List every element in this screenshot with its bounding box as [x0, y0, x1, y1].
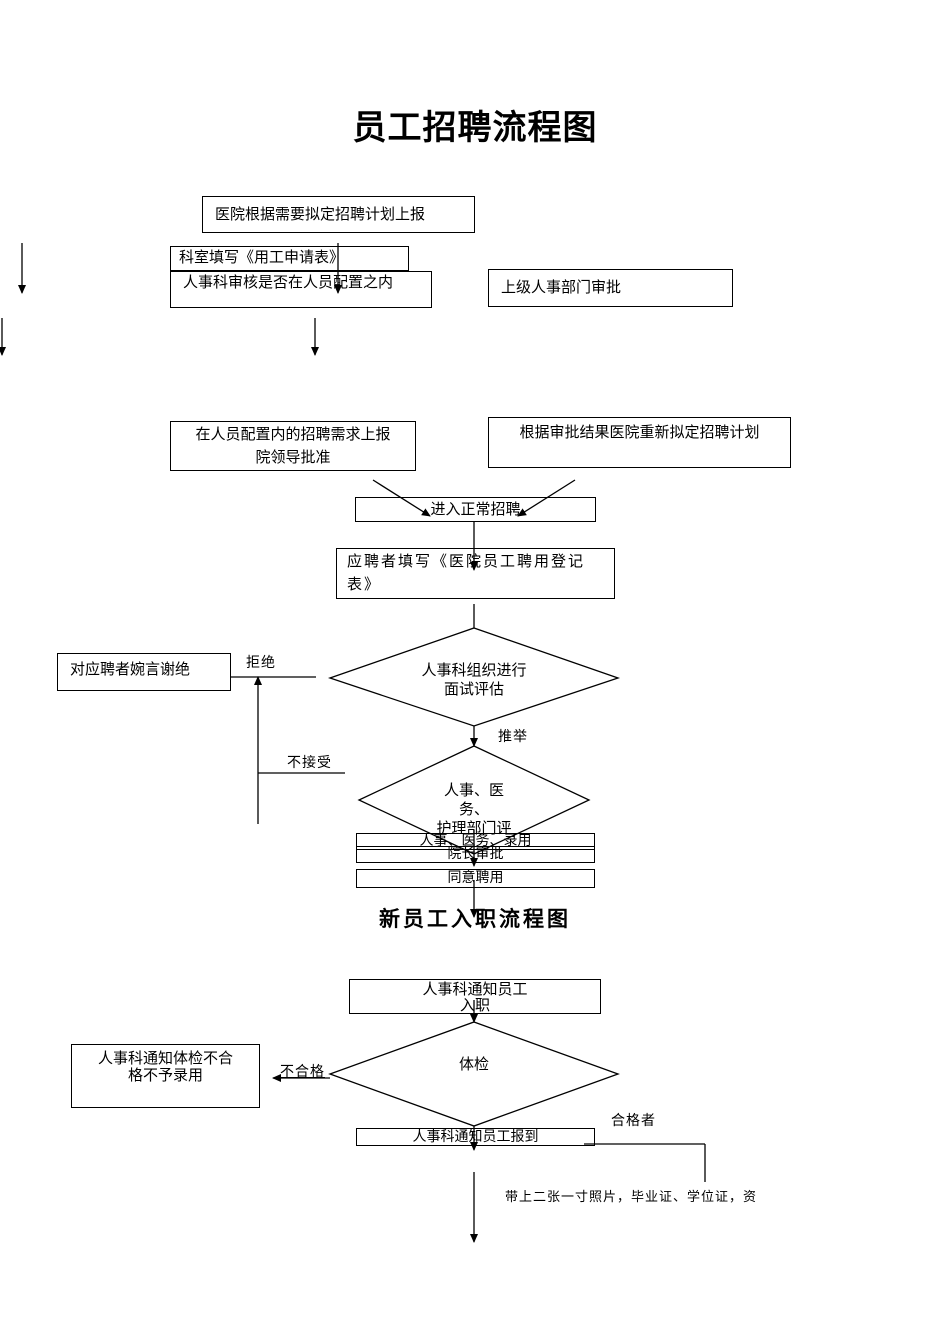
in-quota-box: 在人员配置内的招聘需求上报 院领导批准 — [170, 421, 416, 471]
checkup-text: 体检 — [458, 1055, 489, 1073]
interview-text-2: 面试评估 — [443, 680, 504, 698]
applicant-form-text: 应聘者填写《医院员工聘用登记表》 — [347, 552, 586, 593]
hire-decision-text: 人事、医务、录用 — [419, 833, 532, 849]
checkup-diamond — [328, 1021, 620, 1127]
interview-text-1: 人事科组织进行 — [421, 661, 527, 679]
dept-form-text: 科室填写《用工申请表》 — [179, 248, 345, 266]
replan-box: 根据审批结果医院重新拟定招聘计划 — [488, 417, 791, 468]
arrow-replan-to-recruit — [517, 479, 576, 517]
joint-eval-diamond — [357, 745, 591, 855]
joint-eval-text: 人事、医 务、 护理部门评 — [404, 781, 544, 838]
bring-docs-text: 带上二张一寸照片，毕业证、学位证，资 — [505, 1190, 758, 1205]
joint-eval-text-3: 护理部门评 — [436, 819, 512, 837]
agree-hire-text: 同意聘用 — [447, 870, 504, 886]
joint-eval-text-1: 人事、医 — [443, 781, 504, 799]
reject-notice-text: 对应聘者婉言谢绝 — [70, 660, 191, 678]
not-accept-label: 不接受 — [287, 755, 332, 771]
report-notice-box: 人事科通知员工报到 — [356, 1128, 595, 1146]
page-title-onboarding: 新员工入职流程图 — [379, 906, 571, 931]
reject-notice-box: 对应聘者婉言谢绝 — [57, 653, 231, 691]
fail-notice-box: 人事科通知体检不合 格不予录用 — [71, 1044, 260, 1108]
report-notice-text: 人事科通知员工报到 — [412, 1129, 539, 1145]
interview-diamond — [327, 627, 621, 727]
notify-text-1: 人事科通知员工 — [422, 980, 528, 998]
fail-notice-text-1: 人事科通知体检不合 — [97, 1049, 233, 1067]
dept-form-box: 科室填写《用工申请表》 — [170, 246, 409, 271]
applicant-form-box: 应聘者填写《医院员工聘用登记表》 — [336, 548, 615, 599]
in-quota-text-1: 在人员配置内的招聘需求上报 — [195, 425, 391, 443]
plan-report-box: 医院根据需要拟定招聘计划上报 — [202, 196, 475, 233]
qualified-label: 合格者 — [611, 1113, 656, 1129]
agree-hire-box: 同意聘用 — [356, 869, 595, 888]
hire-decision-box: 人事、医务、录用 — [356, 833, 595, 850]
normal-recruit-text: 进入正常招聘 — [430, 500, 521, 518]
in-quota-text-2: 院领导批准 — [255, 448, 331, 466]
president-approval-box: 院长审批 — [356, 846, 595, 863]
notify-box: 人事科通知员工 入职 — [349, 979, 601, 1014]
page-title-recruitment: 员工招聘流程图 — [352, 108, 598, 148]
plan-report-text: 医院根据需要拟定招聘计划上报 — [215, 205, 426, 223]
fail-notice-text-2: 格不予录用 — [127, 1066, 203, 1084]
arrow-quota-to-recruit — [372, 479, 431, 517]
hr-review-text: 人事科审核是否在人员配置之内 — [183, 273, 394, 291]
recommend-label: 推举 — [498, 729, 528, 745]
superior-approval-box: 上级人事部门审批 — [488, 269, 733, 307]
joint-eval-text-2: 务、 — [458, 800, 489, 818]
normal-recruit-box: 进入正常招聘 — [355, 497, 596, 522]
hr-review-box: 人事科审核是否在人员配置之内 — [170, 271, 432, 308]
superior-approval-text: 上级人事部门审批 — [501, 278, 622, 296]
reject-label: 拒绝 — [246, 655, 276, 671]
interview-text: 人事科组织进行 面试评估 — [394, 661, 554, 699]
fail-label: 不合格 — [280, 1064, 325, 1080]
replan-text: 根据审批结果医院重新拟定招聘计划 — [519, 423, 760, 441]
president-approval-text: 院长审批 — [447, 846, 504, 862]
notify-text-2: 入职 — [459, 996, 490, 1014]
